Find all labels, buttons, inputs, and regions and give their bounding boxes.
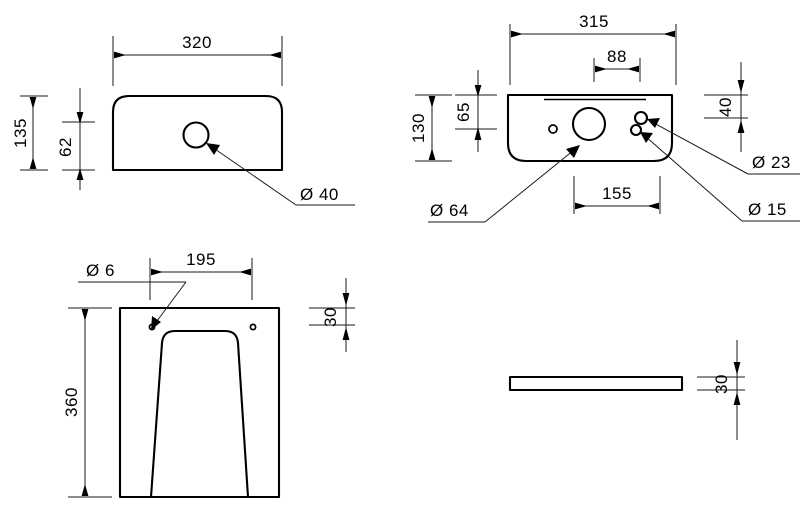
dim-label-320: 320 xyxy=(182,33,212,52)
dim-label-30b: 30 xyxy=(712,374,731,394)
pedestal-outer-outline xyxy=(118,306,281,499)
basin-side-outline xyxy=(111,94,284,172)
hole-dia40 xyxy=(182,121,210,149)
pedestal-inner-outline xyxy=(149,329,250,499)
top-left-view: 320 135 62 Ø 40 xyxy=(11,33,355,206)
leader-arrow-dia40 xyxy=(206,143,220,155)
arrow-40-top xyxy=(737,80,745,93)
leader-arrow-dia64 xyxy=(566,145,580,158)
arrow-30a-bottom xyxy=(342,327,350,340)
top-right-view: 315 88 130 65 40 155 Ø 64 xyxy=(409,12,800,223)
basin-front-outline xyxy=(506,93,674,163)
dim-label-30a: 30 xyxy=(321,307,340,327)
hole-dia64 xyxy=(571,106,607,142)
leader-line-dia6 xyxy=(153,281,187,326)
bottom-right-view: 30 xyxy=(508,340,745,440)
hole-small-left xyxy=(548,124,558,134)
callout-label-dia15: Ø 15 xyxy=(748,200,787,219)
dim-label-155: 155 xyxy=(602,184,632,203)
callout-label-dia64: Ø 64 xyxy=(430,201,469,220)
arrow-30b-bottom xyxy=(733,392,741,405)
leader-line-dia64 xyxy=(484,149,575,223)
arrow-40-bottom xyxy=(737,120,745,133)
leader-line-dia40 xyxy=(211,146,297,206)
dim-label-88: 88 xyxy=(607,47,627,66)
leader-arrow-dia6 xyxy=(151,316,161,330)
dim-label-40: 40 xyxy=(716,97,735,117)
callout-label-dia23: Ø 23 xyxy=(752,153,791,172)
dim-label-62: 62 xyxy=(56,137,75,157)
dim-label-135: 135 xyxy=(11,118,30,148)
dim-label-315: 315 xyxy=(579,12,609,31)
pedestal-bar-outline xyxy=(508,375,684,392)
dim-label-65: 65 xyxy=(454,102,473,122)
hole-dia23 xyxy=(633,110,649,126)
arrow-65-top xyxy=(474,85,482,97)
callout-label-dia40: Ø 40 xyxy=(300,185,339,204)
arrow-30b-top xyxy=(733,362,741,375)
leader-line-dia15 xyxy=(644,135,743,222)
callout-label-dia6: Ø 6 xyxy=(86,261,115,280)
dim-label-360: 360 xyxy=(62,387,81,417)
arrow-30a-top xyxy=(342,293,350,306)
arrow-62-bottom xyxy=(76,168,84,180)
dim-label-195: 195 xyxy=(186,250,216,269)
leader-arrow-dia23 xyxy=(647,118,660,128)
arrow-65-bottom xyxy=(474,127,482,140)
leader-line-dia23 xyxy=(651,121,749,175)
bottom-left-view: 195 360 Ø 6 30 xyxy=(62,250,355,499)
dim-label-130: 130 xyxy=(409,113,428,143)
leader-arrow-dia15 xyxy=(640,132,653,143)
hole-dia15 xyxy=(629,123,643,137)
arrow-62-top xyxy=(76,112,84,124)
hole-dia6-right xyxy=(249,323,257,331)
